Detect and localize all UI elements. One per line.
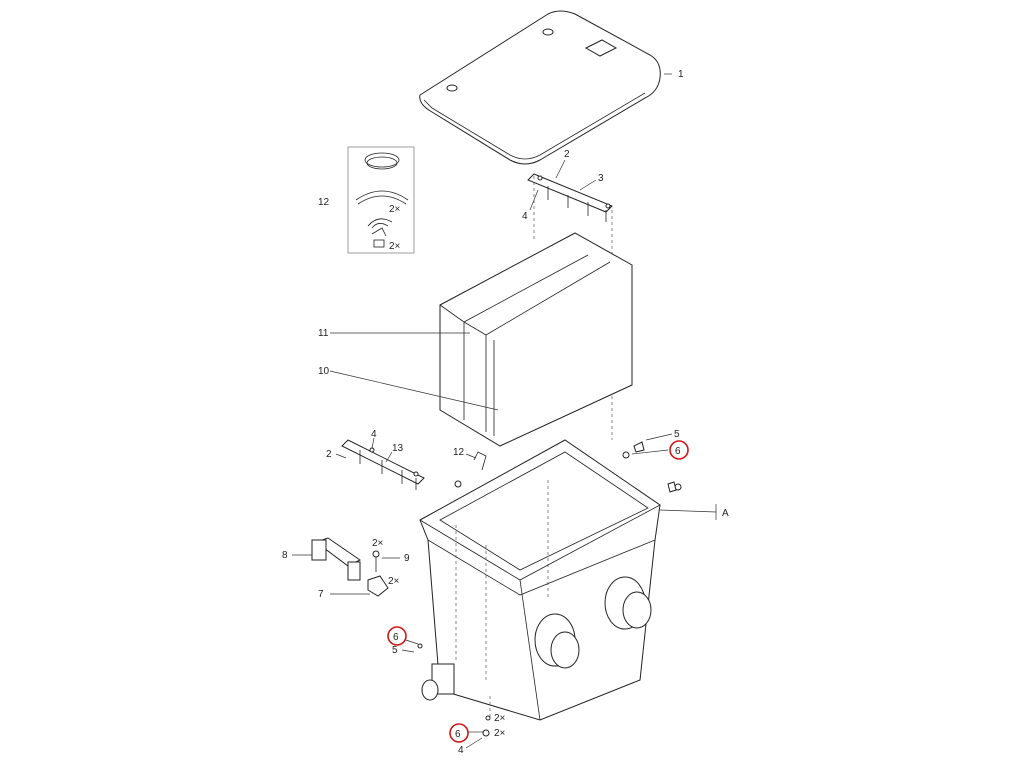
washer-right-upper (622, 451, 630, 459)
filter-blocks-part (439, 232, 633, 447)
label-6-bottom: 6 (455, 729, 461, 740)
top-bracket-part (527, 173, 613, 222)
label-5-left: 5 (392, 645, 398, 656)
screw-part (454, 480, 462, 488)
label-2-mid: 2 (326, 449, 332, 460)
label-3: 3 (598, 173, 604, 184)
label-4-top: 4 (522, 211, 528, 222)
housing-part (419, 439, 661, 721)
label-10: 10 (318, 366, 330, 377)
label-13: 13 (392, 443, 404, 454)
screw-right-lower (667, 481, 677, 493)
pin-part-12 (473, 451, 487, 471)
label-6-right: 6 (675, 446, 681, 457)
highlight-6-left (387, 626, 407, 646)
label-2x-9: 2× (372, 538, 384, 549)
handle-part (311, 537, 361, 581)
inset-label-2x-b: 2× (389, 241, 401, 252)
lid-part (419, 10, 661, 165)
washer-bottom (482, 729, 490, 737)
label-2x-7: 2× (388, 576, 400, 587)
label-12-mid: 12 (453, 447, 465, 458)
label-4-mid: 4 (371, 429, 377, 440)
label-5-right: 5 (674, 429, 680, 440)
label-8: 8 (282, 550, 288, 561)
label-2x-bottom-lower: 2× (494, 728, 506, 739)
label-7: 7 (318, 589, 324, 600)
screw-part-9 (372, 550, 380, 558)
highlight-6-bottom (449, 723, 469, 743)
washer-left (417, 643, 423, 649)
label-1: 1 (678, 69, 684, 80)
label-4-bottom: 4 (458, 745, 464, 756)
screw-right-upper (633, 441, 645, 453)
bracket-part-7 (367, 575, 389, 597)
label-2x-bottom-upper: 2× (494, 713, 506, 724)
lower-bracket-part (341, 439, 425, 490)
inset-label-2x-a: 2× (389, 204, 401, 215)
label-A: A (722, 508, 729, 519)
highlight-6-right (669, 440, 689, 460)
label-2-top: 2 (564, 149, 570, 160)
screw-bottom (485, 715, 491, 721)
inset-box-12 (347, 146, 415, 254)
label-9: 9 (404, 553, 410, 564)
label-12-inset: 12 (318, 197, 330, 208)
label-6-left: 6 (393, 632, 399, 643)
label-11: 11 (318, 328, 329, 339)
